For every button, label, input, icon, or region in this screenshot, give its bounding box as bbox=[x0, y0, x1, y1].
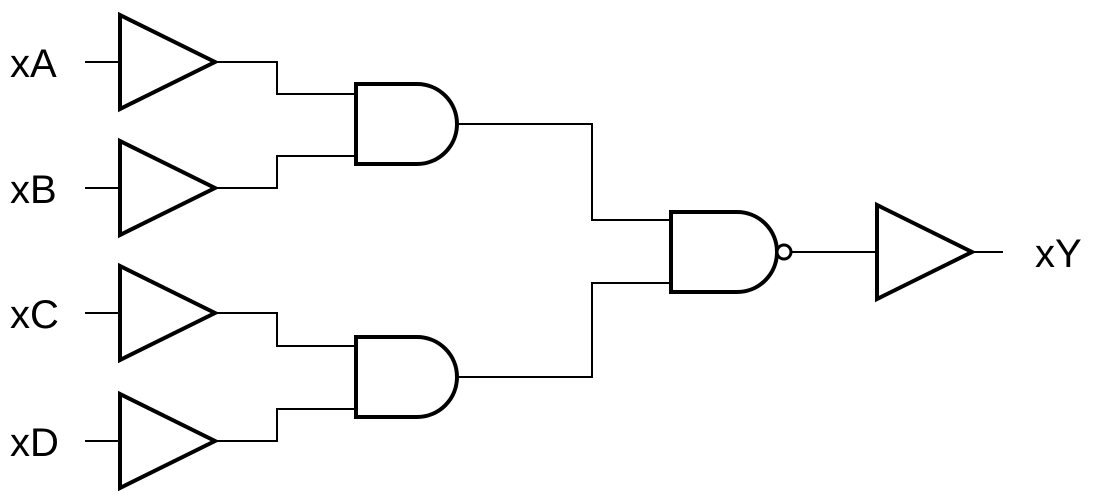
buffer-gate-y bbox=[875, 201, 977, 303]
input-label-xc: xC bbox=[10, 293, 59, 337]
nand-inversion-bubble bbox=[775, 243, 793, 261]
buffer-gate-c bbox=[118, 262, 220, 364]
and-gate-1 bbox=[354, 82, 459, 166]
input-label-xa: xA bbox=[10, 42, 57, 86]
wire-buffer-b-to-and1 bbox=[215, 155, 356, 189]
wire-and2-to-nand bbox=[457, 282, 671, 378]
nand-gate bbox=[669, 210, 779, 294]
and-gate-2 bbox=[354, 335, 459, 419]
wire-buffer-a-to-and1 bbox=[215, 61, 356, 95]
wire-buffer-c-to-and2 bbox=[215, 312, 356, 347]
wire-and1-to-nand bbox=[457, 123, 671, 221]
buffer-gate-a bbox=[118, 11, 220, 113]
input-label-xb: xB bbox=[10, 168, 57, 212]
input-label-xd: xD bbox=[10, 421, 59, 465]
buffer-gate-d bbox=[118, 390, 220, 492]
buffer-gate-b bbox=[118, 137, 220, 239]
wire-buffer-d-to-and2 bbox=[215, 408, 356, 442]
output-label-xy: xY bbox=[1035, 232, 1082, 276]
